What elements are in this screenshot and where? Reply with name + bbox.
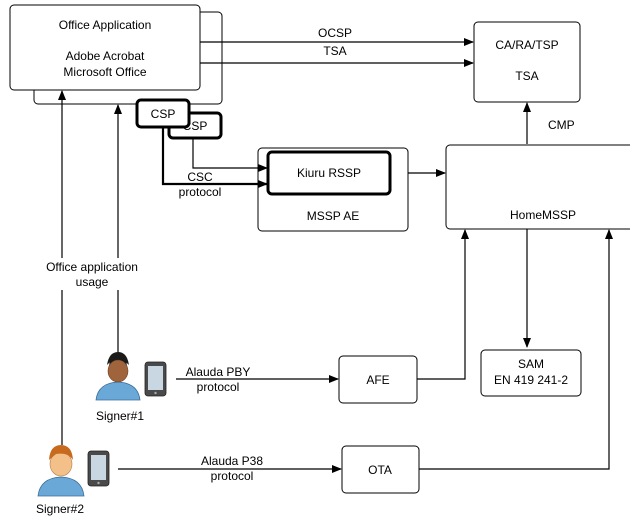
signer2-avatar bbox=[37, 445, 85, 497]
csp2-arrow bbox=[192, 138, 268, 172]
p38-protocol-label: protocol bbox=[211, 469, 254, 483]
tsa-label: TSA bbox=[323, 44, 346, 58]
phone-icon bbox=[87, 450, 110, 487]
ca-line1: CA/RA/TSP bbox=[495, 38, 558, 52]
signer1-avatar bbox=[95, 352, 141, 401]
sam-node[interactable]: SAM EN 419 241-2 bbox=[480, 349, 582, 397]
sam-line1: SAM bbox=[518, 357, 544, 371]
afe-to-home-arrow bbox=[417, 229, 469, 380]
office-app-line2: Microsoft Office bbox=[63, 65, 146, 79]
office-app-title: Office Application bbox=[59, 18, 152, 32]
mssp-ae-label: MSSP AE bbox=[307, 209, 359, 223]
homemssp-label: HomeMSSP bbox=[510, 208, 576, 222]
pby-label: Alauda PBY bbox=[186, 365, 251, 379]
phone-icon bbox=[144, 361, 167, 397]
csc-label: CSC bbox=[187, 170, 213, 184]
ota-label: OTA bbox=[368, 463, 392, 477]
csc-protocol-arrow bbox=[161, 128, 268, 188]
cmp-label: CMP bbox=[548, 118, 575, 132]
afe-label: AFE bbox=[366, 373, 389, 387]
csp-node-1[interactable]: CSP bbox=[135, 98, 191, 129]
kiuru-label: Kiuru RSSP bbox=[297, 166, 361, 180]
office-usage-label-2: usage bbox=[76, 275, 109, 289]
ca-line2: TSA bbox=[515, 69, 538, 83]
office-app-line1: Adobe Acrobat bbox=[66, 49, 145, 63]
afe-node[interactable]: AFE bbox=[338, 355, 418, 404]
pby-protocol-label: protocol bbox=[197, 380, 240, 394]
office-application-node[interactable]: Office Application Adobe Acrobat Microso… bbox=[9, 4, 223, 105]
csc-protocol-label: protocol bbox=[179, 185, 222, 199]
p38-label: Alauda P38 bbox=[201, 454, 263, 468]
signer2-label: Signer#2 bbox=[36, 502, 84, 516]
ca-ra-tsp-node[interactable]: CA/RA/TSP TSA bbox=[473, 21, 581, 103]
homemssp-node[interactable]: HomeMSSP bbox=[445, 144, 630, 230]
ota-node[interactable]: OTA bbox=[341, 445, 420, 494]
ocsp-label: OCSP bbox=[318, 26, 352, 40]
sam-line2: EN 419 241-2 bbox=[494, 373, 568, 387]
signer1-label: Signer#1 bbox=[96, 409, 144, 423]
ota-to-home-arrow bbox=[419, 229, 613, 470]
kiuru-rssp-node[interactable]: Kiuru RSSP bbox=[266, 150, 392, 196]
office-usage-label: Office application bbox=[46, 260, 138, 274]
csp1-label: CSP bbox=[151, 107, 176, 121]
